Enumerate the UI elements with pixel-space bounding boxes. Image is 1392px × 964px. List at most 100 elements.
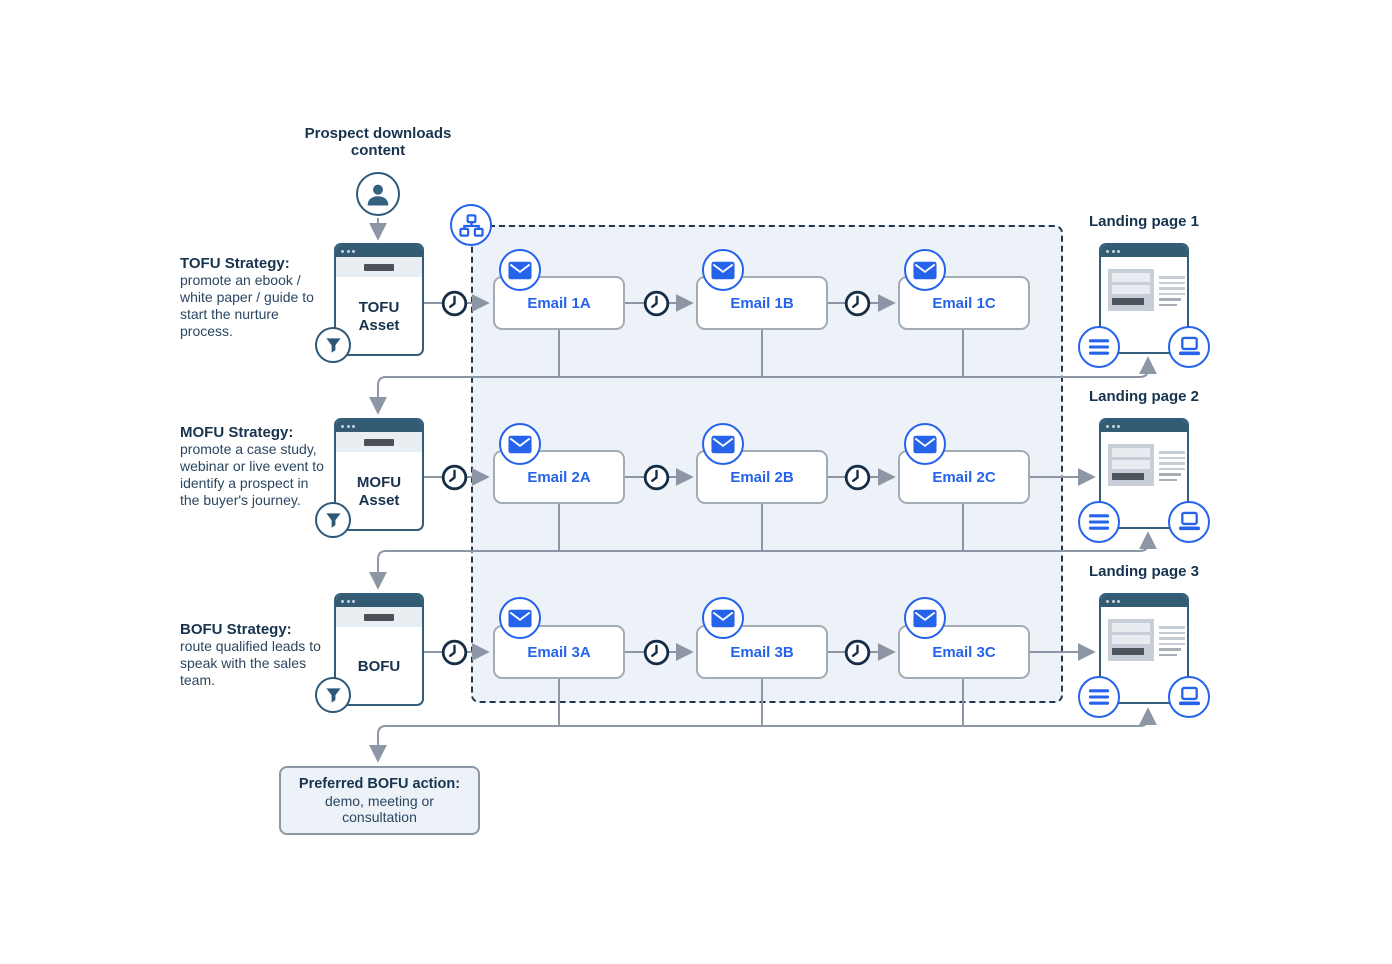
page-media-placeholder <box>1108 269 1154 311</box>
asset-label: MOFU Asset <box>356 473 402 509</box>
email-node-2b: Email 2B <box>696 450 828 504</box>
window-dot <box>1106 599 1109 603</box>
delay-clock <box>441 639 468 666</box>
prospect-node <box>356 172 400 216</box>
clock-delay-icon <box>441 464 468 491</box>
email-label: Email 1A <box>527 294 591 312</box>
clock-delay-icon <box>441 639 468 666</box>
email-badge-1c <box>904 249 946 291</box>
window-dot <box>341 249 344 253</box>
clock-delay-icon <box>643 290 670 317</box>
header-bar <box>364 263 394 271</box>
workflow-node <box>450 204 492 246</box>
header-bar <box>364 438 394 446</box>
asset-label: TOFU Asset <box>358 298 400 334</box>
email-node-2c: Email 2C <box>898 450 1030 504</box>
window-dot <box>1111 599 1115 603</box>
page-media-placeholder <box>1108 444 1154 486</box>
delay-clock <box>643 639 670 666</box>
window-dot <box>341 424 344 428</box>
email-envelope-icon <box>508 609 532 628</box>
clock-delay-icon <box>441 290 468 317</box>
email-label: Email 2C <box>932 468 996 486</box>
email-label: Email 1B <box>730 294 794 312</box>
email-envelope-icon <box>508 261 532 280</box>
menu-node <box>1078 676 1120 718</box>
window-dot <box>346 424 350 428</box>
menu-icon <box>1088 511 1110 533</box>
delay-clock <box>441 464 468 491</box>
clock-delay-icon <box>643 464 670 491</box>
window-dot <box>1111 249 1115 253</box>
email-label: Email 3B <box>730 643 794 661</box>
window-titlebar <box>1101 420 1187 432</box>
window-header <box>336 257 422 277</box>
email-badge-2c <box>904 423 946 465</box>
page-text-placeholder <box>1159 451 1185 484</box>
window-dot <box>352 424 355 428</box>
email-node-3a: Email 3A <box>493 625 625 679</box>
prospect-label: Prospect downloads content <box>304 125 452 159</box>
menu-node <box>1078 326 1120 368</box>
window-dot <box>1117 424 1120 428</box>
delay-clock <box>844 464 871 491</box>
landing-page-3-window <box>1099 593 1189 704</box>
clock-delay-icon <box>844 639 871 666</box>
menu-icon <box>1088 686 1110 708</box>
mofu-asset-window: MOFU Asset <box>334 418 424 531</box>
header-bar <box>364 613 394 621</box>
mofu-strategy-text: MOFU Strategy: promote a case study, web… <box>180 424 324 508</box>
landing-page-1-title: Landing page 1 <box>1088 213 1199 230</box>
email-badge-2a <box>499 423 541 465</box>
device-node <box>1168 326 1210 368</box>
window-dot <box>1111 424 1115 428</box>
window-dot <box>1106 424 1109 428</box>
window-dot <box>346 599 350 603</box>
email-envelope-icon <box>913 609 937 628</box>
asset-label: BOFU <box>357 657 401 675</box>
window-dot <box>1117 599 1120 603</box>
funnel-icon <box>324 686 343 705</box>
window-titlebar <box>1101 245 1187 257</box>
tofu-filter-node <box>315 327 351 363</box>
menu-icon <box>1088 336 1110 358</box>
email-label: Email 3A <box>527 643 591 661</box>
window-dot <box>352 249 355 253</box>
delay-clock <box>643 290 670 317</box>
landing-page-3-title: Landing page 3 <box>1088 563 1199 580</box>
email-label: Email 3C <box>932 643 996 661</box>
window-dot <box>352 599 355 603</box>
delay-clock <box>441 290 468 317</box>
device-node <box>1168 501 1210 543</box>
page-text-placeholder <box>1159 276 1185 309</box>
email-badge-1a <box>499 249 541 291</box>
email-label: Email 2B <box>730 468 794 486</box>
email-badge-3c <box>904 597 946 639</box>
email-envelope-icon <box>711 261 735 280</box>
landing-page-2-title: Landing page 2 <box>1088 388 1199 405</box>
delay-clock <box>844 639 871 666</box>
window-dot <box>1117 249 1120 253</box>
person-icon <box>365 181 391 207</box>
funnel-icon <box>324 511 343 530</box>
email-badge-3a <box>499 597 541 639</box>
window-titlebar <box>336 245 422 257</box>
clock-delay-icon <box>643 639 670 666</box>
laptop-icon <box>1177 686 1202 709</box>
email-badge-3b <box>702 597 744 639</box>
window-header <box>336 607 422 627</box>
sitemap-icon <box>459 213 484 238</box>
tofu-asset-window: TOFU Asset <box>334 243 424 356</box>
window-dot <box>1106 249 1109 253</box>
page-media-placeholder <box>1108 619 1154 661</box>
email-node-1c: Email 1C <box>898 276 1030 330</box>
funnel-icon <box>324 336 343 355</box>
email-envelope-icon <box>711 609 735 628</box>
delay-clock <box>844 290 871 317</box>
email-envelope-icon <box>913 435 937 454</box>
window-titlebar <box>336 595 422 607</box>
email-envelope-icon <box>508 435 532 454</box>
mofu-filter-node <box>315 502 351 538</box>
email-label: Email 1C <box>932 294 996 312</box>
